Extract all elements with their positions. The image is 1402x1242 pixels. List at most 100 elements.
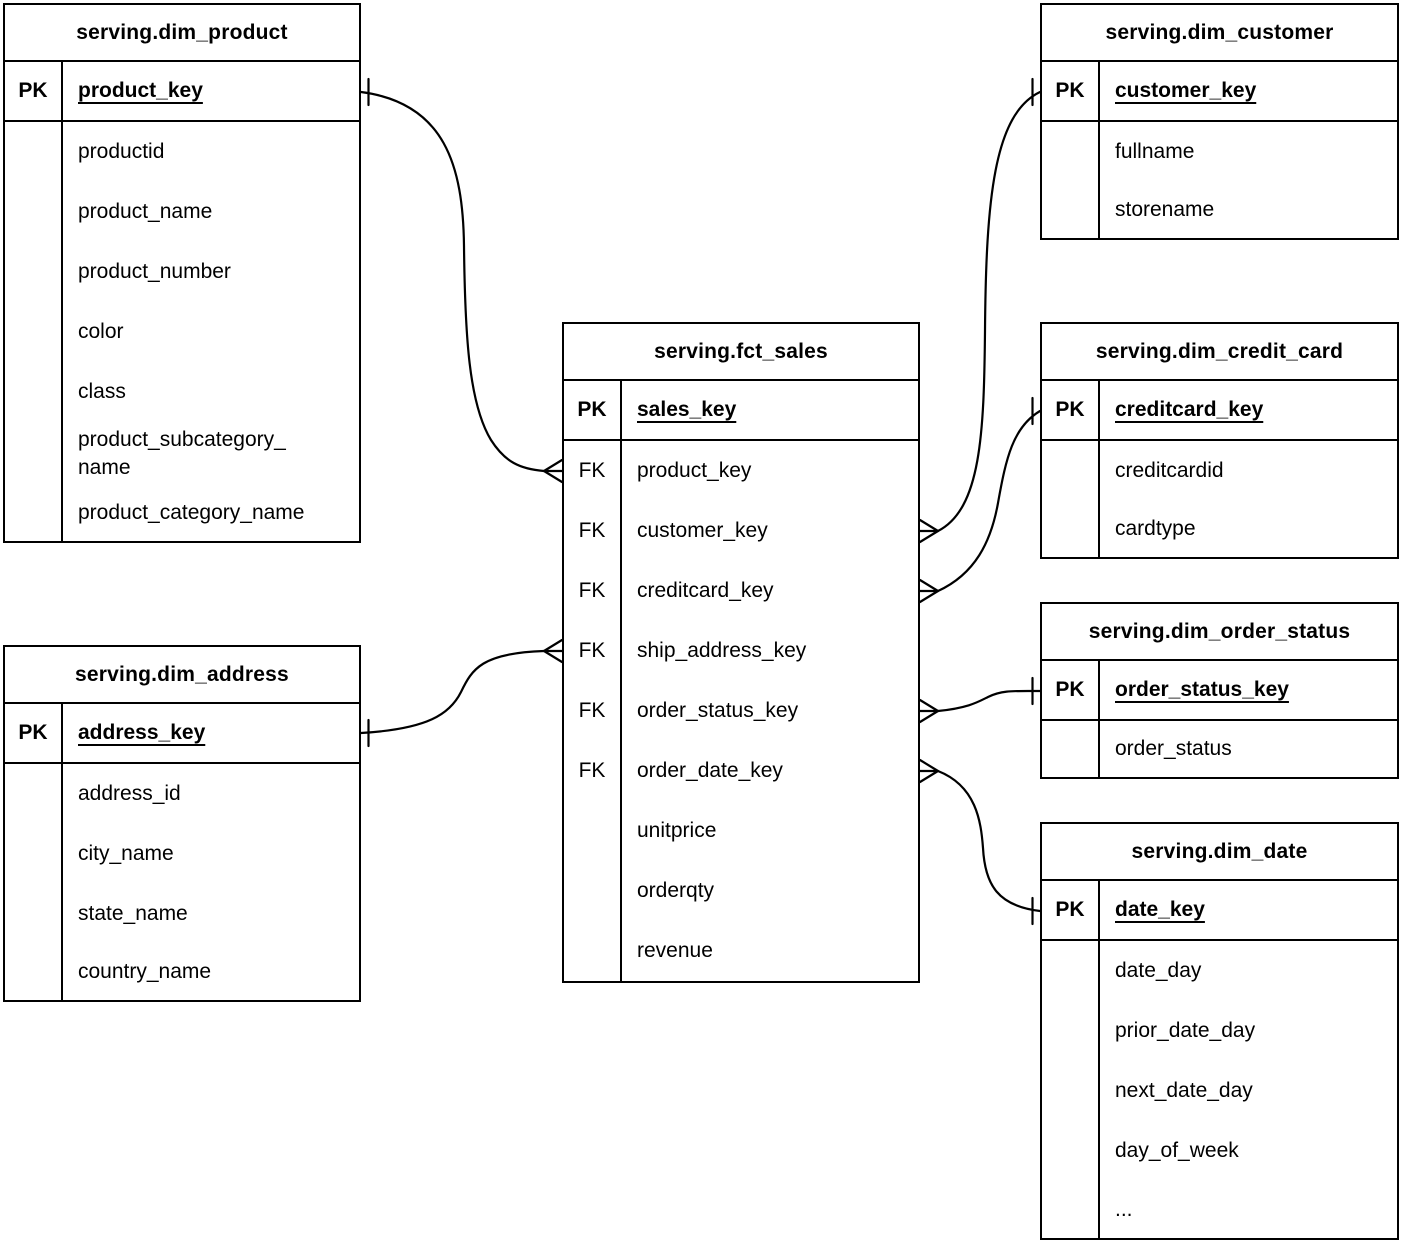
field-row: city_name [5,824,359,884]
fk-marker: FK [564,621,622,681]
field-row: date_day [1042,941,1397,1001]
field-name: day_of_week [1115,1139,1239,1163]
empty-marker [5,362,63,422]
table-title: serving.dim_product [5,5,359,62]
fk-marker: FK [564,741,622,801]
relationship-line [936,769,1042,913]
field-row: fullname [1042,122,1397,182]
field-row: next_date_day [1042,1061,1397,1121]
field-name: color [78,320,124,344]
crows-foot-many-marker [918,578,940,604]
pk-marker: PK [564,381,622,439]
empty-marker [1042,501,1100,557]
pk-marker: PK [1042,881,1100,939]
field-row: prior_date_day [1042,1001,1397,1061]
field-row: ... [1042,1181,1397,1238]
empty-marker [1042,721,1100,777]
field-row: FK order_date_key [564,741,918,801]
crows-foot-many-marker [918,518,940,544]
pk-marker: PK [1042,62,1100,120]
field-row: country_name [5,944,359,1000]
field-name: fullname [1115,140,1195,164]
field-row: creditcardid [1042,441,1397,501]
empty-marker [5,242,63,302]
field-name: city_name [78,842,174,866]
empty-marker [1042,941,1100,1001]
field-row: productid [5,122,359,182]
field-row: unitprice [564,801,918,861]
field-row: state_name [5,884,359,944]
field-name: product_number [78,260,231,284]
empty-marker [1042,182,1100,238]
empty-marker [5,944,63,1000]
table-title: serving.dim_address [5,647,359,704]
crows-foot-many-marker [918,758,940,784]
crows-foot-many-marker [542,458,564,484]
empty-marker [1042,122,1100,182]
relationship-customer_key-to-dim_customer [918,77,1042,544]
empty-marker [1042,1121,1100,1181]
table-title: serving.dim_customer [1042,5,1397,62]
empty-marker [564,861,622,921]
field-name: product_name [78,200,213,224]
table-title: serving.dim_credit_card [1042,324,1397,381]
empty-marker [5,884,63,944]
field-row: product_number [5,242,359,302]
empty-marker [564,921,622,981]
field-row: product_name [5,182,359,242]
relationship-ship_address_key-to-dim_address [359,638,564,748]
relationship-order_date_key-to-dim_date [918,758,1042,926]
relationship-line [936,409,1042,593]
crows-foot-many-marker [542,638,564,664]
field-name: creditcard_key [637,579,774,603]
primary-key-row: PK sales_key [564,381,918,441]
field-name: product_key [637,459,752,483]
pk-marker: PK [5,704,63,762]
pk-field-name: creditcard_key [1115,398,1264,422]
field-row: order_status [1042,721,1397,777]
empty-marker [5,824,63,884]
field-row: storename [1042,182,1397,238]
relationship-order_status_key-to-dim_order_status [918,676,1042,724]
field-row: product_category_name [5,485,359,541]
field-name: orderqty [637,879,715,903]
field-name: ship_address_key [637,639,807,663]
fk-marker: FK [564,681,622,741]
field-name: class [78,380,126,404]
field-row: FK ship_address_key [564,621,918,681]
field-name: order_status_key [637,699,799,723]
primary-key-row: PK order_status_key [1042,661,1397,721]
field-row: address_id [5,764,359,824]
field-name: prior_date_day [1115,1019,1256,1043]
empty-marker [5,422,63,485]
table-title: serving.dim_order_status [1042,604,1397,661]
pk-field-name: customer_key [1115,79,1257,103]
relationship-creditcard_key-to-dim_credit_card [918,396,1042,604]
field-name: date_day [1115,959,1202,983]
empty-marker [5,122,63,182]
fk-marker: FK [564,441,622,501]
field-name: address_id [78,782,181,806]
pk-field-name: date_key [1115,898,1205,922]
field-row: class [5,362,359,422]
field-name: order_date_key [637,759,783,783]
pk-marker: PK [1042,661,1100,719]
field-name: cardtype [1115,517,1196,541]
field-row: orderqty [564,861,918,921]
field-name: order_status [1115,737,1232,761]
pk-field-name: order_status_key [1115,678,1289,702]
field-name: customer_key [637,519,768,543]
pk-field-name: sales_key [637,398,737,422]
empty-marker [5,764,63,824]
relationship-line [936,90,1042,533]
field-name: productid [78,140,165,164]
